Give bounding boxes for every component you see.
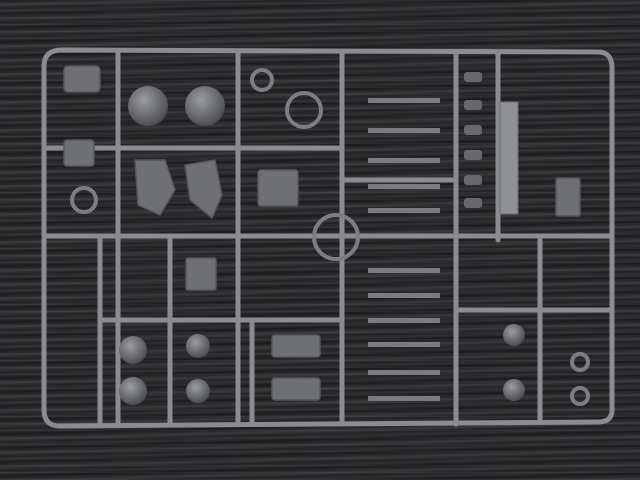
rail-parts [368, 98, 440, 401]
sphere-parts [119, 86, 525, 405]
tag-plate [499, 101, 519, 215]
outer-frame [41, 47, 615, 429]
